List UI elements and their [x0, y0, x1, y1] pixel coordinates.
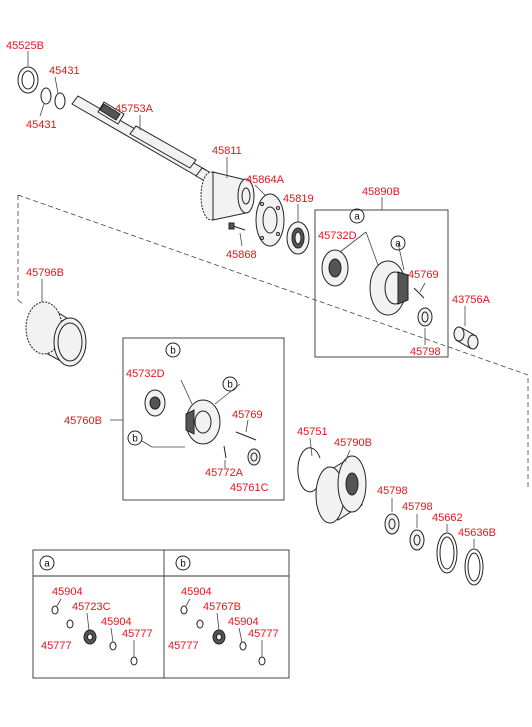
svg-text:b: b	[227, 380, 233, 391]
label-45662: 45662	[432, 512, 463, 524]
legend-b: b 45904 45767B 45904 45777 45777	[168, 555, 279, 666]
assembly-45890B-box	[314, 209, 449, 358]
svg-text:b: b	[180, 559, 186, 570]
label-45753A: 45753A	[115, 103, 154, 115]
svg-text:b: b	[132, 434, 138, 445]
label-45811: 45811	[212, 145, 242, 157]
legend-a-nut	[83, 629, 97, 645]
legend-a-label-3: 45904	[101, 616, 132, 628]
part-45751-snap-ring	[297, 447, 321, 493]
label-45760B: 45760B	[64, 415, 102, 427]
legend-a-label-1: 45904	[52, 586, 83, 598]
svg-text:a: a	[44, 559, 50, 570]
label-45819: 45819	[283, 193, 314, 205]
legend-b-label-3: 45904	[228, 616, 259, 628]
legend-b-label-5: 45777	[248, 628, 279, 640]
label-45890B: 45890B	[362, 186, 400, 198]
legend-a-label-5: 45777	[122, 628, 153, 640]
label-43756A: 43756A	[452, 294, 491, 306]
legend-b-washer-2	[196, 619, 204, 629]
label-45431-b: 45431	[26, 119, 57, 131]
legend-b-label-1: 45904	[181, 586, 212, 598]
label-45796B: 45796B	[26, 267, 64, 279]
label-45751: 45751	[297, 426, 328, 438]
legend-a-label-2: 45723C	[72, 601, 111, 613]
part-45772A-pin	[223, 445, 227, 459]
legend-b-label-2: 45767B	[203, 601, 241, 613]
label-45772A: 45772A	[205, 467, 244, 479]
legend-a-washer-2	[66, 619, 74, 629]
part-45790B-carrier	[315, 455, 367, 524]
label-45525B: 45525B	[6, 40, 44, 52]
part-differential-case-mid	[185, 399, 221, 445]
legend-a-washer-4	[130, 656, 138, 666]
part-45732D-side-gear-top	[321, 249, 349, 287]
legend-b-washer-3	[239, 641, 247, 651]
assembly-45760B-box	[122, 337, 285, 501]
callout-a-2: a	[390, 235, 406, 251]
part-45636B-ring	[464, 548, 484, 586]
label-45636B: 45636B	[458, 527, 496, 539]
part-45796B-ring-gear	[25, 301, 87, 367]
svg-text:b: b	[170, 346, 176, 357]
label-45761C: 45761C	[230, 482, 269, 494]
legend-b-washer-1	[180, 605, 188, 615]
part-45769-pin-mid	[235, 431, 257, 441]
part-45798-washer-a	[384, 513, 400, 535]
callout-b-3: b	[127, 430, 143, 446]
legend-a-label-4: 45777	[41, 640, 72, 652]
legend-b-gear	[212, 629, 226, 645]
label-45769-top: 45769	[408, 269, 439, 281]
callout-b-2: b	[222, 376, 238, 392]
part-45761C-washer	[247, 448, 261, 466]
label-45732D-mid: 45732D	[126, 368, 165, 380]
assembly-envelope-dashed	[17, 194, 529, 490]
legend-table	[32, 549, 290, 679]
legend-a: a 45904 45723C 45904 45777 45777	[39, 555, 153, 666]
legend-a-washer-3	[109, 641, 117, 651]
label-45431-a: 45431	[49, 65, 80, 77]
part-45732D-side-gear-mid	[144, 389, 166, 417]
part-45662-ring	[436, 532, 458, 574]
label-45868: 45868	[226, 249, 257, 261]
part-45864A-flange	[255, 193, 285, 247]
svg-text:a: a	[354, 212, 360, 223]
part-45798-washer-b	[409, 529, 425, 551]
label-45798-a: 45798	[377, 485, 408, 497]
part-45798-washer-top	[417, 307, 433, 327]
part-43756A-sleeve	[453, 326, 479, 350]
part-45431-ring-b	[54, 92, 66, 110]
label-45790B: 45790B	[334, 437, 372, 449]
callout-b-1: b	[165, 342, 181, 358]
label-45798-top: 45798	[410, 346, 441, 358]
label-45798-b: 45798	[402, 501, 433, 513]
part-45769-pin-top	[413, 287, 425, 299]
part-45819-bearing	[286, 221, 310, 255]
part-45868-bolt	[228, 222, 246, 231]
svg-text:a: a	[395, 239, 401, 250]
label-45864A: 45864A	[246, 174, 285, 186]
label-45732D-top: 45732D	[318, 230, 357, 242]
part-45811-drive-gear	[200, 171, 255, 221]
part-differential-case-top	[369, 260, 409, 316]
legend-a-washer-1	[51, 605, 59, 615]
legend-b-label-4: 45777	[168, 640, 199, 652]
legend-b-washer-4	[258, 656, 266, 666]
label-45769-mid: 45769	[232, 409, 263, 421]
part-45431-ring-a	[40, 87, 52, 105]
part-45525B-ring	[17, 66, 39, 94]
callout-a-1: a	[349, 208, 365, 224]
